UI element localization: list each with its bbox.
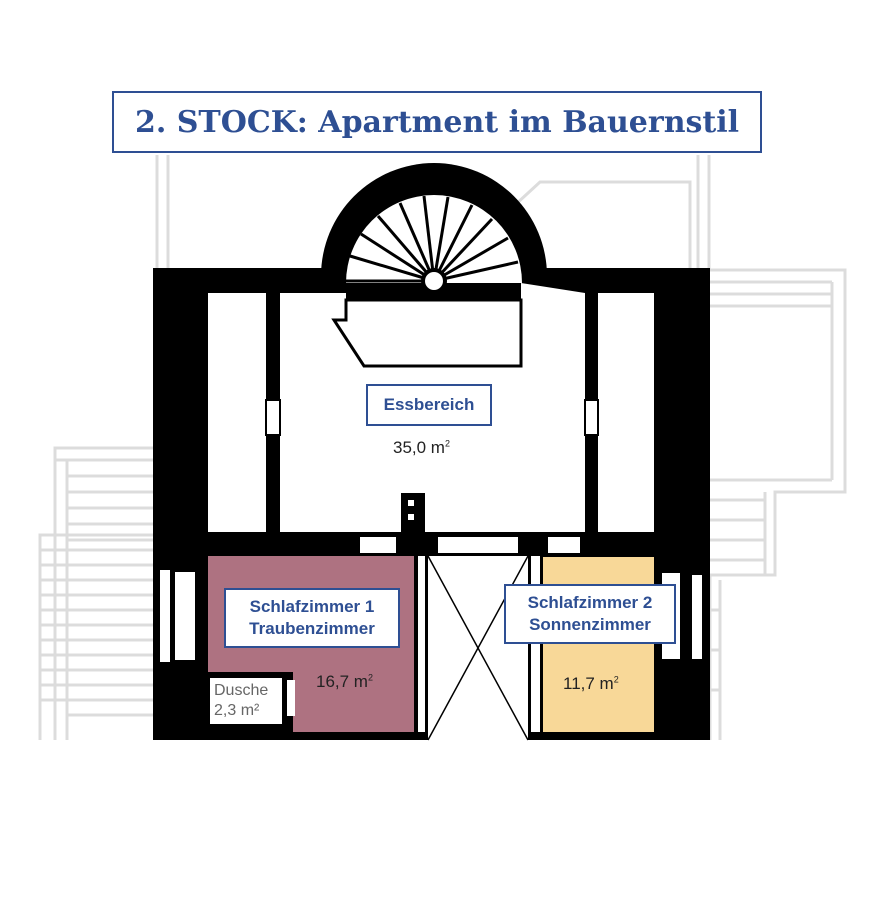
dusche-label: Dusche 2,3 m² <box>210 678 282 724</box>
essbereich-label: Essbereich <box>366 384 492 426</box>
context-lines <box>38 155 847 740</box>
dusche-name: Dusche <box>214 682 269 699</box>
page-title: 2. STOCK: Apartment im Bauernstil <box>134 104 740 140</box>
schlafzimmer2-label: Schlafzimmer 2 Sonnenzimmer <box>504 584 676 644</box>
schlafzimmer1-area: 16,7 m2 <box>316 672 373 691</box>
schlafzimmer1-label: Schlafzimmer 1 Traubenzimmer <box>224 588 400 648</box>
schlafzimmer1-name-line2: Traubenzimmer <box>249 619 375 638</box>
schlafzimmer1-name-line1: Schlafzimmer 1 <box>249 597 375 616</box>
essbereich-area: 35,0 m2 <box>393 438 450 457</box>
spiral-staircase <box>321 163 547 301</box>
schlafzimmer2-area: 11,7 m2 <box>563 674 619 693</box>
schlafzimmer2-name-line1: Schlafzimmer 2 <box>527 593 653 612</box>
essbereich-name: Essbereich <box>383 395 475 414</box>
dusche-area: 2,3 m² <box>214 702 260 719</box>
title-box: 2. STOCK: Apartment im Bauernstil <box>112 91 762 153</box>
schlafzimmer2-name-line2: Sonnenzimmer <box>529 615 651 634</box>
